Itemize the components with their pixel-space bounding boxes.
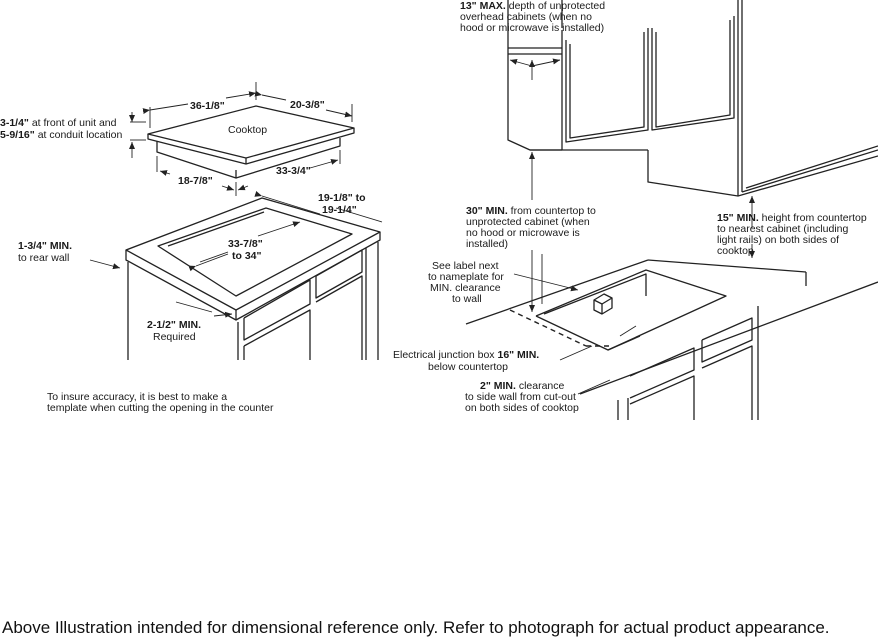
side-cabinet-value: 15" MIN. [717, 212, 759, 224]
template-note-line-2: template when cutting the opening in the… [47, 402, 274, 414]
upper-cabinets-drawing [507, 0, 878, 197]
cutout-width-label-1: 33-7/8" [228, 238, 263, 250]
cooktop-width-label: 36-1/8" [190, 100, 225, 112]
rear-wall-text: to rear wall [18, 252, 70, 264]
underside-depth-label: 18-7/8" [178, 175, 213, 187]
nameplate-label-line-2: to nameplate for [428, 271, 504, 283]
underside-width-label: 33-3/4" [276, 165, 311, 177]
cutout-depth-label-1: 19-1/8" to [318, 192, 366, 204]
side-cabinet-text: height from countertop [761, 212, 867, 224]
cooktop-drawing [147, 105, 355, 179]
side-wall-line-3: on both sides of cooktop [465, 402, 579, 414]
junction-box-text: Electrical junction box [393, 349, 495, 361]
cabinet-clearance-line-4: installed) [466, 238, 509, 250]
cooktop-depth-label: 20-3/8" [290, 99, 325, 111]
conduit-height-value: 5-9/16" [0, 129, 35, 141]
cabinet-clearance-line-3: no hood or microwave is [466, 227, 580, 239]
cooktop-dimension-lines [129, 82, 353, 196]
junction-box-value: 16" MIN. [497, 349, 540, 361]
overhead-depth-value: 13" MAX. [460, 0, 506, 12]
overhead-depth-label: 13" MAX. depth of unprotected [460, 0, 605, 12]
cooktop-name-label: Cooktop [228, 124, 268, 136]
cabinet-clearance-label: 30" MIN. from countertop to [466, 205, 596, 217]
side-clearance-dashed-line [509, 309, 587, 347]
side-wall-text: clearance [518, 380, 565, 392]
nameplate-label-line-3: MIN. clearance [430, 282, 501, 294]
cabinet-clearance-text: from countertop to [510, 205, 596, 217]
front-height-label: 3-1/4" at front of unit and [0, 117, 117, 129]
counter-drawing [125, 197, 381, 360]
front-height-text: at front of unit and [31, 117, 117, 129]
rear-wall-value: 1-3/4" MIN. [18, 240, 72, 252]
junction-box-label: Electrical junction box 16" MIN. [393, 349, 539, 361]
side-cabinet-line-2: to nearest cabinet (including [717, 223, 849, 235]
nameplate-label-line-4: to wall [452, 293, 482, 305]
front-clearance-text: Required [153, 331, 196, 343]
junction-box-line-2: below countertop [428, 361, 508, 373]
counter-dimension-lines [89, 191, 383, 318]
side-cabinet-line-3: light rails) on both sides of [717, 234, 839, 246]
front-height-value: 3-1/4" [0, 117, 29, 129]
overhead-depth-text: depth of unprotected [508, 0, 606, 12]
side-wall-value: 2" MIN. [480, 380, 516, 392]
footnote: Above Illustration intended for dimensio… [2, 618, 830, 637]
cutout-width-label-2: to 34" [232, 250, 262, 262]
overhead-depth-line-3: hood or microwave is installed) [460, 22, 605, 34]
conduit-height-label: 5-9/16" at conduit location [0, 129, 122, 141]
cabinet-clearance-line-2: unprotected cabinet (when [466, 216, 590, 228]
nameplate-label-line-1: See label next [432, 260, 499, 272]
side-cabinet-label: 15" MIN. height from countertop [717, 212, 867, 224]
conduit-height-text: at conduit location [37, 129, 123, 141]
right-dimension-lines [509, 58, 755, 395]
side-wall-line-2: to side wall from cut-out [465, 391, 576, 403]
cutout-depth-label-2: 19-1/4" [322, 204, 357, 216]
right-counter-drawing [465, 259, 878, 420]
side-wall-label: 2" MIN. clearance [480, 380, 564, 392]
template-note-line-1: To insure accuracy, it is best to make a [47, 391, 228, 403]
cabinet-clearance-value: 30" MIN. [466, 205, 508, 217]
overhead-depth-line-2: overhead cabinets (when no [460, 11, 592, 23]
side-cabinet-line-4: cooktop [717, 245, 754, 257]
front-clearance-value: 2-1/2" MIN. [147, 319, 201, 331]
